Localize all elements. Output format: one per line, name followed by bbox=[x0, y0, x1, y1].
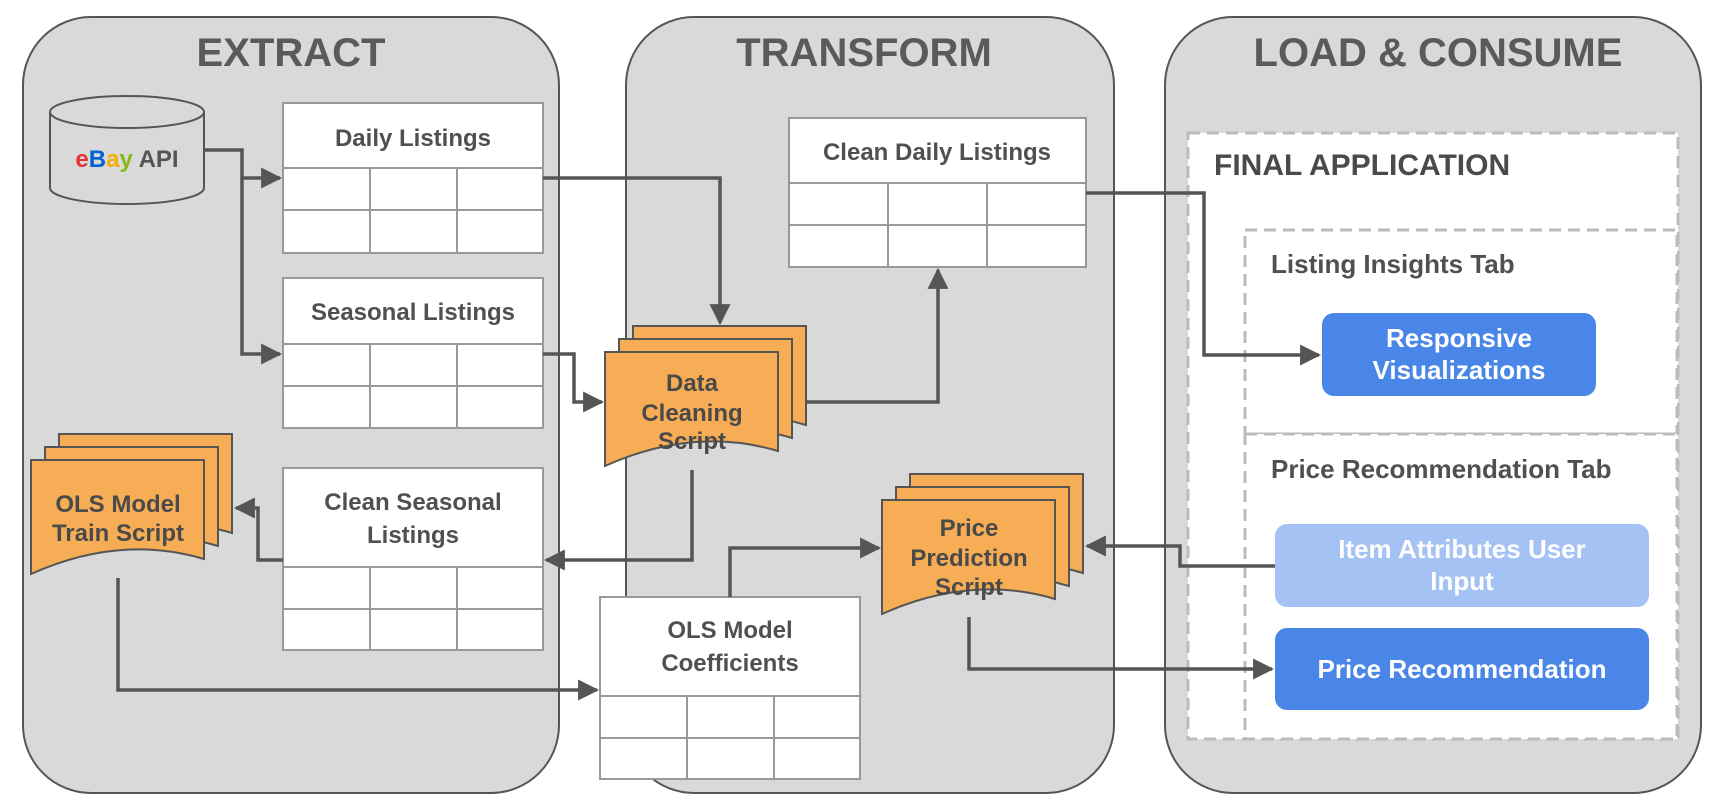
table-daily-listings: Daily Listings bbox=[282, 102, 544, 254]
connectors bbox=[116, 148, 1322, 701]
arrow-coefficients-to-prediction bbox=[728, 537, 882, 597]
arrow-clean-daily-to-visualizations bbox=[1086, 191, 1322, 366]
clean-seasonal-title-line2: Listings bbox=[367, 522, 459, 549]
ols-train-script-line2: Train Script bbox=[52, 520, 184, 547]
price-prediction-script: Price Prediction Script bbox=[881, 473, 1084, 616]
arrow-api-to-seasonal bbox=[240, 178, 283, 365]
arrow-api-to-daily bbox=[205, 148, 283, 189]
arrow-cleaning-to-clean-seasonal bbox=[543, 470, 694, 571]
item-attributes-line1: Item Attributes User bbox=[1338, 534, 1586, 564]
arrow-clean-seasonal-to-ols-train bbox=[233, 497, 283, 562]
extract-title: EXTRACT bbox=[197, 31, 386, 75]
item-attributes-input[interactable]: Item Attributes User Input bbox=[1275, 524, 1649, 607]
responsive-viz-line1: Responsive bbox=[1386, 323, 1532, 353]
seasonal-listings-title: Seasonal Listings bbox=[311, 299, 515, 326]
daily-listings-title: Daily Listings bbox=[335, 125, 491, 152]
arrow-seasonal-to-cleaning bbox=[543, 352, 605, 413]
table-seasonal-listings: Seasonal Listings bbox=[282, 277, 544, 429]
ebay-api-label: eBay API bbox=[75, 146, 178, 173]
responsive-viz-line2: Visualizations bbox=[1373, 355, 1546, 385]
arrow-input-to-prediction bbox=[1084, 535, 1275, 568]
ebay-api-database: eBay API bbox=[49, 95, 205, 205]
cleaning-script-line1: Data bbox=[666, 370, 719, 397]
arrow-daily-to-cleaning bbox=[543, 176, 731, 326]
data-cleaning-script: Data Cleaning Script bbox=[604, 325, 807, 468]
ols-train-script: OLS Model Train Script bbox=[30, 433, 233, 576]
price-prediction-line1: Price bbox=[940, 515, 999, 542]
price-recommendation-tab-title: Price Recommendation Tab bbox=[1271, 454, 1612, 484]
listing-insights-tab-title: Listing Insights Tab bbox=[1271, 249, 1515, 279]
price-prediction-line3: Script bbox=[935, 574, 1003, 601]
load-consume-title: LOAD & CONSUME bbox=[1254, 31, 1623, 75]
cleaning-script-line2: Cleaning bbox=[641, 400, 742, 427]
responsive-visualizations-button[interactable]: Responsive Visualizations bbox=[1322, 313, 1596, 396]
price-prediction-line2: Prediction bbox=[910, 545, 1027, 572]
final-application-title: FINAL APPLICATION bbox=[1214, 149, 1510, 182]
table-ols-model-coefficients: OLS Model Coefficients bbox=[599, 596, 861, 780]
clean-daily-listings-title: Clean Daily Listings bbox=[823, 139, 1051, 166]
arrow-ols-train-to-coefficients bbox=[116, 578, 600, 701]
ols-train-script-line1: OLS Model bbox=[55, 491, 180, 518]
cleaning-script-line3: Script bbox=[658, 428, 726, 455]
final-application: FINAL APPLICATION Listing Insights Tab R… bbox=[1186, 131, 1680, 741]
arrow-prediction-to-recommendation bbox=[967, 617, 1275, 680]
ols-coefficients-title-line2: Coefficients bbox=[661, 650, 798, 677]
price-recommendation-button[interactable]: Price Recommendation bbox=[1275, 628, 1649, 710]
transform-title: TRANSFORM bbox=[736, 31, 992, 75]
item-attributes-line2: Input bbox=[1430, 566, 1494, 596]
price-recommendation-label: Price Recommendation bbox=[1318, 654, 1607, 684]
arrow-cleaning-to-clean-daily bbox=[807, 267, 949, 404]
table-clean-seasonal-listings: Clean Seasonal Listings bbox=[282, 467, 544, 651]
ols-coefficients-title-line1: OLS Model bbox=[667, 617, 792, 644]
table-clean-daily-listings: Clean Daily Listings bbox=[788, 117, 1087, 268]
clean-seasonal-title-line1: Clean Seasonal bbox=[324, 489, 501, 516]
